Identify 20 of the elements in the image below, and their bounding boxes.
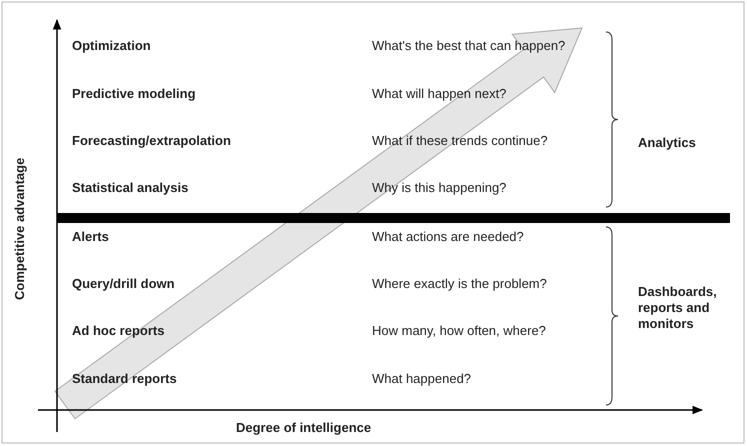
row-label: Optimization: [72, 38, 151, 54]
axis-title: Degree of intelligence: [236, 420, 372, 436]
group-label: Dashboards, reports and monitors: [638, 284, 718, 332]
row-label: Forecasting/extrapolation: [72, 133, 231, 149]
question-text: How many, how often, where?: [372, 323, 546, 339]
row-label: Predictive modeling: [72, 86, 196, 102]
question-text: What happened?: [372, 371, 472, 387]
question-text: What will happen next?: [372, 86, 506, 102]
question-text: Where exactly is the problem?: [372, 276, 547, 292]
row-label: Query/drill down: [72, 276, 175, 292]
question-text: What actions are needed?: [372, 229, 524, 245]
question-text: What if these trends continue?: [372, 133, 548, 149]
row-label: Standard reports: [72, 371, 177, 387]
question-text: Why is this happening?: [372, 180, 506, 196]
axis-title: Competitive advantage: [12, 158, 28, 300]
row-label: Alerts: [72, 229, 109, 245]
question-text: What's the best that can happen?: [372, 38, 566, 54]
row-label: Ad hoc reports: [72, 323, 164, 339]
row-label: Statistical analysis: [72, 180, 188, 196]
group-label: Analytics: [638, 135, 696, 151]
